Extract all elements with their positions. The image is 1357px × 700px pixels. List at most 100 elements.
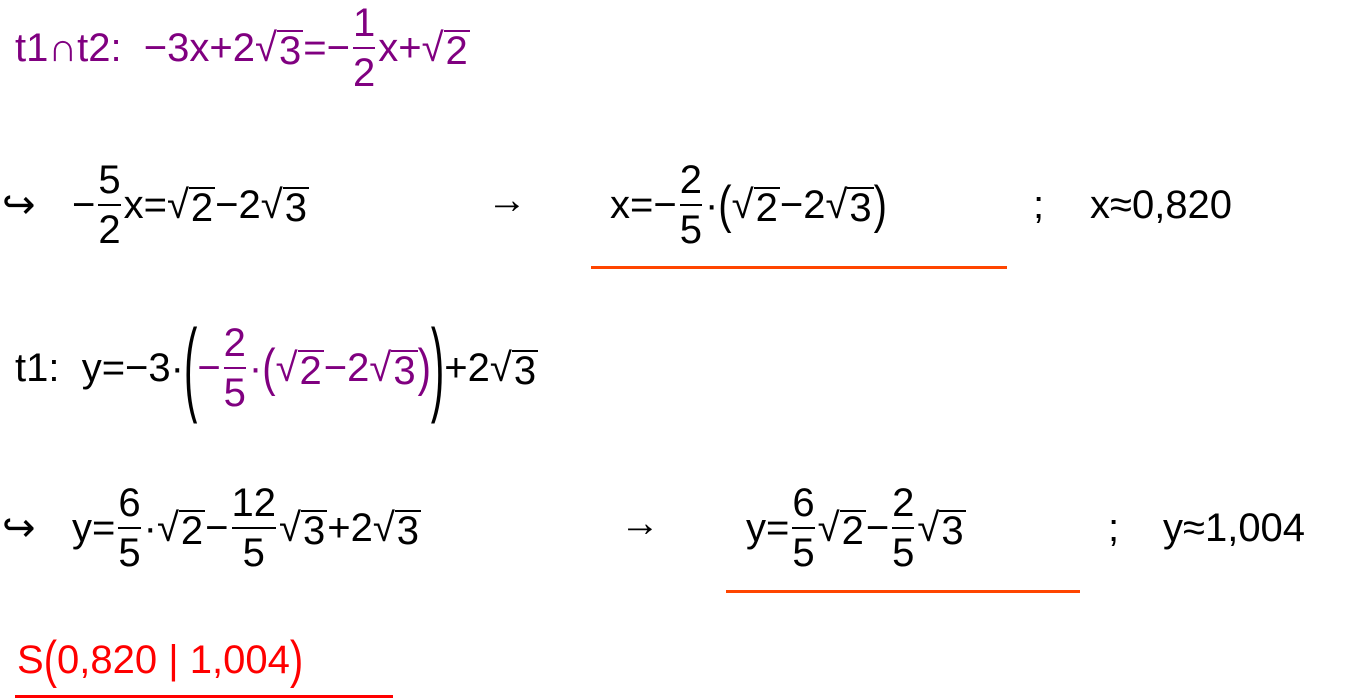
math-text: x=− <box>610 183 677 227</box>
denominator: 5 <box>118 531 141 575</box>
math-text: − <box>72 183 96 227</box>
math-text: → <box>487 178 527 222</box>
radical-sign: √ <box>917 506 940 550</box>
numerator: 2 <box>679 158 702 202</box>
square-root: √3 <box>825 183 874 230</box>
math-text: → <box>620 501 660 545</box>
math-text: ↪ <box>2 506 36 550</box>
radicand: 3 <box>276 29 304 73</box>
parenthesized-group: (√2−2√3) <box>718 176 887 233</box>
math-text: y≈1,004 <box>1163 506 1306 550</box>
math-text: · <box>704 183 719 227</box>
math-text: − <box>197 346 221 390</box>
denominator: 5 <box>792 531 815 575</box>
math-text: 0,820 | 1,004 <box>57 638 290 682</box>
math-text: − <box>205 506 229 550</box>
math-text: +2 <box>444 346 490 390</box>
separator: ; <box>1108 506 1119 550</box>
square-root: √3 <box>372 506 422 551</box>
math-text: ; <box>1108 506 1120 550</box>
math-text: −2 <box>779 183 826 227</box>
radical-sign: √ <box>421 26 444 70</box>
radicand: 2 <box>753 186 780 230</box>
radical-sign: √ <box>372 506 395 550</box>
right-paren: ) <box>430 310 445 426</box>
fraction-bar <box>231 527 276 529</box>
square-root: √2 <box>818 506 866 553</box>
parenthesized-group: (√2−2√3) <box>262 339 431 396</box>
y-solution-underline <box>726 590 1080 593</box>
denominator: 5 <box>679 208 702 252</box>
parenthesized-group: (0,820 | 1,004) <box>44 631 303 688</box>
numerator: 1 <box>352 1 376 45</box>
math-text: · <box>143 506 157 550</box>
radical-sign: √ <box>825 183 848 227</box>
math-text: −2 <box>215 183 261 227</box>
radical-sign: √ <box>275 346 298 390</box>
group-content: √2−2√3 <box>275 346 418 393</box>
right-paren: ) <box>289 631 304 689</box>
denominator: 5 <box>892 531 915 575</box>
square-root: √3 <box>369 346 418 393</box>
square-root: √2 <box>421 26 470 71</box>
numerator: 12 <box>231 481 277 525</box>
square-root: √3 <box>917 506 966 551</box>
fraction-bar <box>679 204 702 206</box>
math-text: x+ <box>378 26 422 70</box>
denominator: 5 <box>223 371 246 415</box>
group-content: 0,820 | 1,004 <box>57 638 290 682</box>
radicand: 2 <box>178 509 206 553</box>
square-root: √2 <box>732 183 780 230</box>
radicand: 2 <box>839 509 866 553</box>
radical-sign: √ <box>260 183 283 227</box>
numerator: 5 <box>98 158 121 202</box>
radical-sign: √ <box>255 26 277 70</box>
radicand: 2 <box>297 349 324 393</box>
math-text: · <box>248 346 263 390</box>
group-content: √2−2√3 <box>732 183 874 230</box>
square-root: √3 <box>279 506 328 553</box>
radicand: 2 <box>188 186 216 230</box>
separator: ; <box>1033 183 1044 227</box>
math-text: ↪ <box>2 183 36 227</box>
denominator: 2 <box>352 51 376 95</box>
radical-sign: √ <box>369 346 392 390</box>
math-text: − <box>865 506 890 550</box>
square-root: √2 <box>166 183 216 230</box>
hook-arrow: ↪ <box>2 183 36 227</box>
radicand: 3 <box>282 186 309 230</box>
numerator: 2 <box>223 321 246 365</box>
right-paren: ) <box>417 339 431 397</box>
numerator: 6 <box>118 481 141 525</box>
x-approx: x≈0,820 <box>1090 183 1232 227</box>
radicand: 3 <box>391 349 418 393</box>
intersection-point-underline <box>15 695 393 698</box>
intersection-point: S(0,820 | 1,004) <box>17 631 303 688</box>
radicand: 3 <box>511 349 539 393</box>
radicand: 3 <box>300 509 328 553</box>
denominator: 5 <box>242 531 265 575</box>
left-paren: ( <box>718 176 732 234</box>
math-text: t1∩t2: −3x+2 <box>15 26 256 70</box>
y-approx: y≈1,004 <box>1163 506 1305 550</box>
fraction-bar <box>98 204 121 206</box>
math-text: −2 <box>323 346 370 390</box>
square-root: √3 <box>255 26 304 73</box>
left-paren: ( <box>43 631 58 689</box>
radicand: 3 <box>847 186 874 230</box>
radical-sign: √ <box>166 183 189 227</box>
radical-sign: √ <box>156 506 179 550</box>
left-paren: ( <box>183 310 198 426</box>
